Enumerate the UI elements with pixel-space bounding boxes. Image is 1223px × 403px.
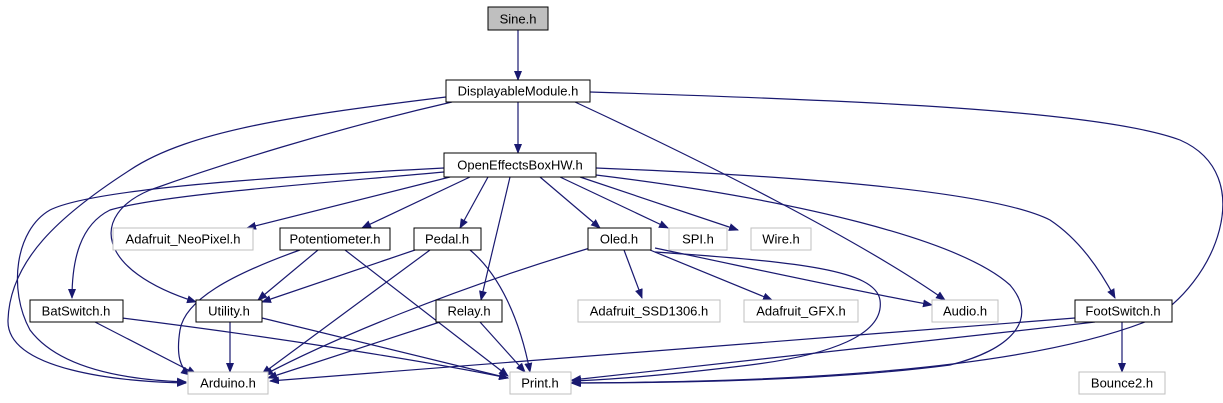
node-relay-label: Relay.h (447, 304, 490, 319)
node-oled[interactable]: Oled.h (587, 227, 652, 251)
edge-pedal-to-utility (261, 249, 416, 303)
node-oled-label: Oled.h (600, 232, 638, 247)
node-oeb-label: OpenEffectsBoxHW.h (457, 158, 583, 173)
edge-layer (7, 30, 1223, 387)
node-footswitch-label: FootSwitch.h (1085, 304, 1160, 319)
node-neopixel-label: Adafruit_NeoPixel.h (126, 232, 241, 247)
node-bounce2-label: Bounce2.h (1091, 376, 1153, 391)
node-footswitch[interactable]: FootSwitch.h (1074, 299, 1173, 323)
node-sine-box (487, 6, 549, 31)
edge-displayable-to-arduino (7, 96, 447, 387)
node-relay[interactable]: Relay.h (435, 299, 503, 323)
edge-relay-to-print (479, 321, 526, 373)
node-utility-label: Utility.h (208, 304, 250, 319)
node-neopixel[interactable]: Adafruit_NeoPixel.h (112, 227, 254, 251)
edge-oeb-to-wire (579, 176, 739, 231)
node-audio[interactable]: Audio.h (931, 299, 999, 323)
node-ssd1306-box (577, 299, 721, 323)
node-utility-box (195, 299, 263, 323)
node-ssd1306-label: Adafruit_SSD1306.h (590, 304, 709, 319)
node-print-box (509, 371, 572, 395)
node-bounce2-box (1078, 371, 1166, 395)
node-potentiometer-box (279, 227, 391, 251)
node-potentiometer[interactable]: Potentiometer.h (279, 227, 391, 251)
node-bounce2[interactable]: Bounce2.h (1078, 371, 1166, 395)
node-batswitch-label: BatSwitch.h (42, 304, 111, 319)
node-displayable-label: DisplayableModule.h (458, 84, 579, 99)
edge-oled-to-ssd1306 (623, 249, 643, 299)
node-print-label: Print.h (521, 376, 559, 391)
edge-potentiometer-to-print (344, 249, 509, 377)
edge-utility-to-print (261, 317, 509, 380)
node-pedal-label: Pedal.h (425, 232, 469, 247)
node-footswitch-box (1074, 299, 1173, 323)
node-print[interactable]: Print.h (509, 371, 572, 395)
edge-batswitch-to-arduino (94, 321, 197, 375)
node-audio-label: Audio.h (943, 304, 987, 319)
edge-oeb-to-neopixel (246, 176, 451, 230)
node-spi-box (668, 227, 728, 251)
edge-displayable-to-audio (574, 101, 946, 301)
edge-relay-to-arduino (267, 321, 441, 380)
node-displayable-box (445, 79, 591, 103)
node-gfx[interactable]: Adafruit_GFX.h (743, 299, 859, 323)
node-oled-box (587, 227, 652, 251)
node-oeb-box (443, 152, 597, 178)
edge-pedal-to-print (469, 249, 533, 373)
edge-potentiometer-to-arduino (177, 249, 301, 376)
edge-oeb-to-spi (559, 176, 669, 229)
edge-displayable-to-print (570, 91, 1223, 387)
node-gfx-box (743, 299, 859, 323)
node-arduino[interactable]: Arduino.h (187, 371, 269, 395)
edge-oeb-to-arduino (16, 167, 445, 386)
node-wire-label: Wire.h (762, 232, 800, 247)
edge-batswitch-to-print (121, 317, 509, 381)
node-spi[interactable]: SPI.h (668, 227, 728, 251)
node-batswitch[interactable]: BatSwitch.h (29, 299, 124, 323)
edge-oeb-to-oled (539, 176, 601, 229)
node-gfx-label: Adafruit_GFX.h (756, 304, 846, 319)
node-wire-box (750, 227, 812, 251)
edge-footswitch-to-arduino (269, 317, 1076, 385)
node-spi-label: SPI.h (682, 232, 714, 247)
node-sine-label: Sine.h (500, 12, 537, 27)
node-arduino-box (187, 371, 269, 395)
edge-oeb-to-relay (479, 176, 511, 301)
edge-potentiometer-to-utility (257, 249, 319, 301)
edge-oeb-to-pedal (459, 176, 489, 229)
node-batswitch-box (29, 299, 124, 323)
node-ssd1306[interactable]: Adafruit_SSD1306.h (577, 299, 721, 323)
edge-oled-to-audio (654, 247, 933, 308)
node-displayable[interactable]: DisplayableModule.h (445, 79, 591, 103)
node-pedal-box (413, 227, 482, 251)
edge-oeb-to-print (571, 174, 1023, 387)
node-wire[interactable]: Wire.h (750, 227, 812, 251)
node-relay-box (435, 299, 503, 323)
node-layer: Sine.h DisplayableModule.h OpenEffectsBo… (29, 6, 1173, 395)
node-pedal[interactable]: Pedal.h (413, 227, 482, 251)
node-potentiometer-label: Potentiometer.h (289, 232, 380, 247)
node-arduino-label: Arduino.h (200, 376, 256, 391)
edge-oeb-to-footswitch (595, 167, 1116, 299)
node-oeb[interactable]: OpenEffectsBoxHW.h (443, 152, 597, 178)
edge-oled-to-gfx (649, 249, 773, 301)
node-audio-box (931, 299, 999, 323)
edge-footswitch-to-print (571, 321, 1096, 383)
node-sine[interactable]: Sine.h (487, 6, 549, 31)
node-neopixel-box (112, 227, 254, 251)
edge-oled-to-arduino (263, 247, 591, 376)
node-utility[interactable]: Utility.h (195, 299, 263, 323)
edge-oeb-to-batswitch (68, 171, 445, 299)
edge-pedal-to-arduino (261, 249, 431, 375)
edge-oeb-to-potentiometer (361, 176, 471, 229)
edge-oled-to-print (571, 251, 881, 385)
